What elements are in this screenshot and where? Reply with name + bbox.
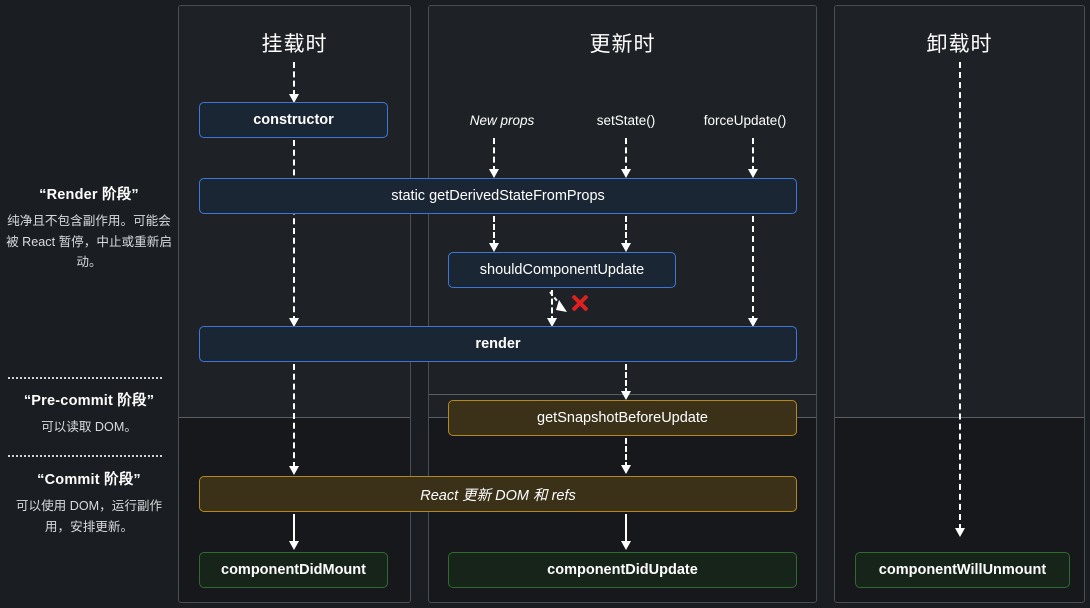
node-get-snapshot-before-update[interactable]: getSnapshotBeforeUpdate xyxy=(448,400,797,436)
node-should-component-update[interactable]: shouldComponentUpdate xyxy=(448,252,676,288)
arrow-head-setstate-to-gdsfp xyxy=(621,169,631,178)
trigger-new-props: New props xyxy=(469,113,535,128)
trigger-force-update: forceUpdate() xyxy=(703,113,787,128)
node-component-did-mount[interactable]: componentDidMount xyxy=(199,552,388,588)
legend-commit-phase: “Commit 阶段” 可以使用 DOM，运行副作用，安排更新。 xyxy=(0,471,178,537)
node-get-derived-state-from-props[interactable]: static getDerivedStateFromProps xyxy=(199,178,797,214)
legend-precommit-phase: “Pre-commit 阶段” 可以读取 DOM。 xyxy=(0,392,178,438)
legend-divider-top xyxy=(8,377,162,379)
column-updating: 更新时 xyxy=(428,5,817,603)
arrow-line-setstate-to-gdsfp xyxy=(625,138,627,172)
arrow-head-snapshot-to-reactupdates xyxy=(621,465,631,474)
legend-precommit-phase-title: “Pre-commit 阶段” xyxy=(23,393,155,409)
arrow-head-reactupdates-to-didupdate xyxy=(621,541,631,550)
arrow-line-newprops-to-gdsfp xyxy=(493,138,495,172)
arrow-line-snapshot-to-reactupdates xyxy=(625,438,627,468)
node-component-did-update[interactable]: componentDidUpdate xyxy=(448,552,797,588)
arrow-head-newprops-to-gdsfp xyxy=(489,169,499,178)
arrow-line-unmount-to-willunmount xyxy=(959,62,961,530)
column-unmounting-title: 卸载时 xyxy=(926,33,993,56)
arrow-line-reactupdates-to-didupdate xyxy=(625,514,627,544)
node-component-will-unmount[interactable]: componentWillUnmount xyxy=(855,552,1070,588)
legend-precommit-phase-body: 可以读取 DOM。 xyxy=(41,420,137,435)
column-updating-title: 更新时 xyxy=(589,33,656,56)
arrow-line-scu-to-render xyxy=(551,290,553,322)
arrow-skip-render-branch xyxy=(548,290,580,318)
arrow-head-render-to-reactupdates-mount xyxy=(289,466,299,475)
arrow-head-forceupdate-to-gdsfp xyxy=(748,169,758,178)
arrow-head-gdsfp-to-render-bypass xyxy=(748,318,758,327)
arrow-head-gdsfp-to-scu-left xyxy=(489,243,499,252)
arrow-line-reactupdates-to-didmount xyxy=(293,514,295,544)
arrow-line-mount-to-constructor xyxy=(293,62,295,96)
node-render[interactable]: render xyxy=(199,326,797,362)
trigger-set-state: setState() xyxy=(596,113,656,128)
arrow-line-forceupdate-to-gdsfp xyxy=(752,138,754,172)
node-constructor[interactable]: constructor xyxy=(199,102,388,138)
arrow-line-render-to-reactupdates-mount xyxy=(293,364,295,468)
arrow-head-mount-to-constructor xyxy=(289,94,299,103)
phase-legend: “Render 阶段” 纯净且不包含副作用。可能会被 React 暂停，中止或重… xyxy=(0,0,178,608)
legend-commit-phase-body: 可以使用 DOM，运行副作用，安排更新。 xyxy=(15,499,163,534)
arrow-head-gdsfp-to-scu-right xyxy=(621,243,631,252)
arrow-line-render-to-snapshot xyxy=(625,364,627,394)
arrow-head-unmount-to-willunmount xyxy=(955,528,965,537)
arrow-head-scu-to-render xyxy=(547,318,557,327)
skip-render-x-icon xyxy=(570,293,590,313)
legend-render-phase: “Render 阶段” 纯净且不包含副作用。可能会被 React 暂停，中止或重… xyxy=(0,186,178,272)
arrow-line-gdsfp-to-render-bypass xyxy=(752,216,754,322)
legend-render-phase-title: “Render 阶段” xyxy=(39,187,139,203)
legend-render-phase-body: 纯净且不包含副作用。可能会被 React 暂停，中止或重新启动。 xyxy=(6,214,172,269)
arrow-head-constructor-to-render xyxy=(289,318,299,327)
column-mounting-title: 挂载时 xyxy=(261,33,328,56)
arrow-line-gdsfp-to-scu-right xyxy=(625,216,627,246)
arrow-head-reactupdates-to-didmount xyxy=(289,541,299,550)
legend-commit-phase-title: “Commit 阶段” xyxy=(37,472,141,488)
arrow-head-render-to-snapshot xyxy=(621,391,631,400)
legend-divider-bottom xyxy=(8,455,162,457)
node-react-updates-dom-and-refs[interactable]: React 更新 DOM 和 refs xyxy=(199,476,797,512)
arrow-line-gdsfp-to-scu-left xyxy=(493,216,495,246)
arrow-line-constructor-to-render xyxy=(293,140,295,322)
